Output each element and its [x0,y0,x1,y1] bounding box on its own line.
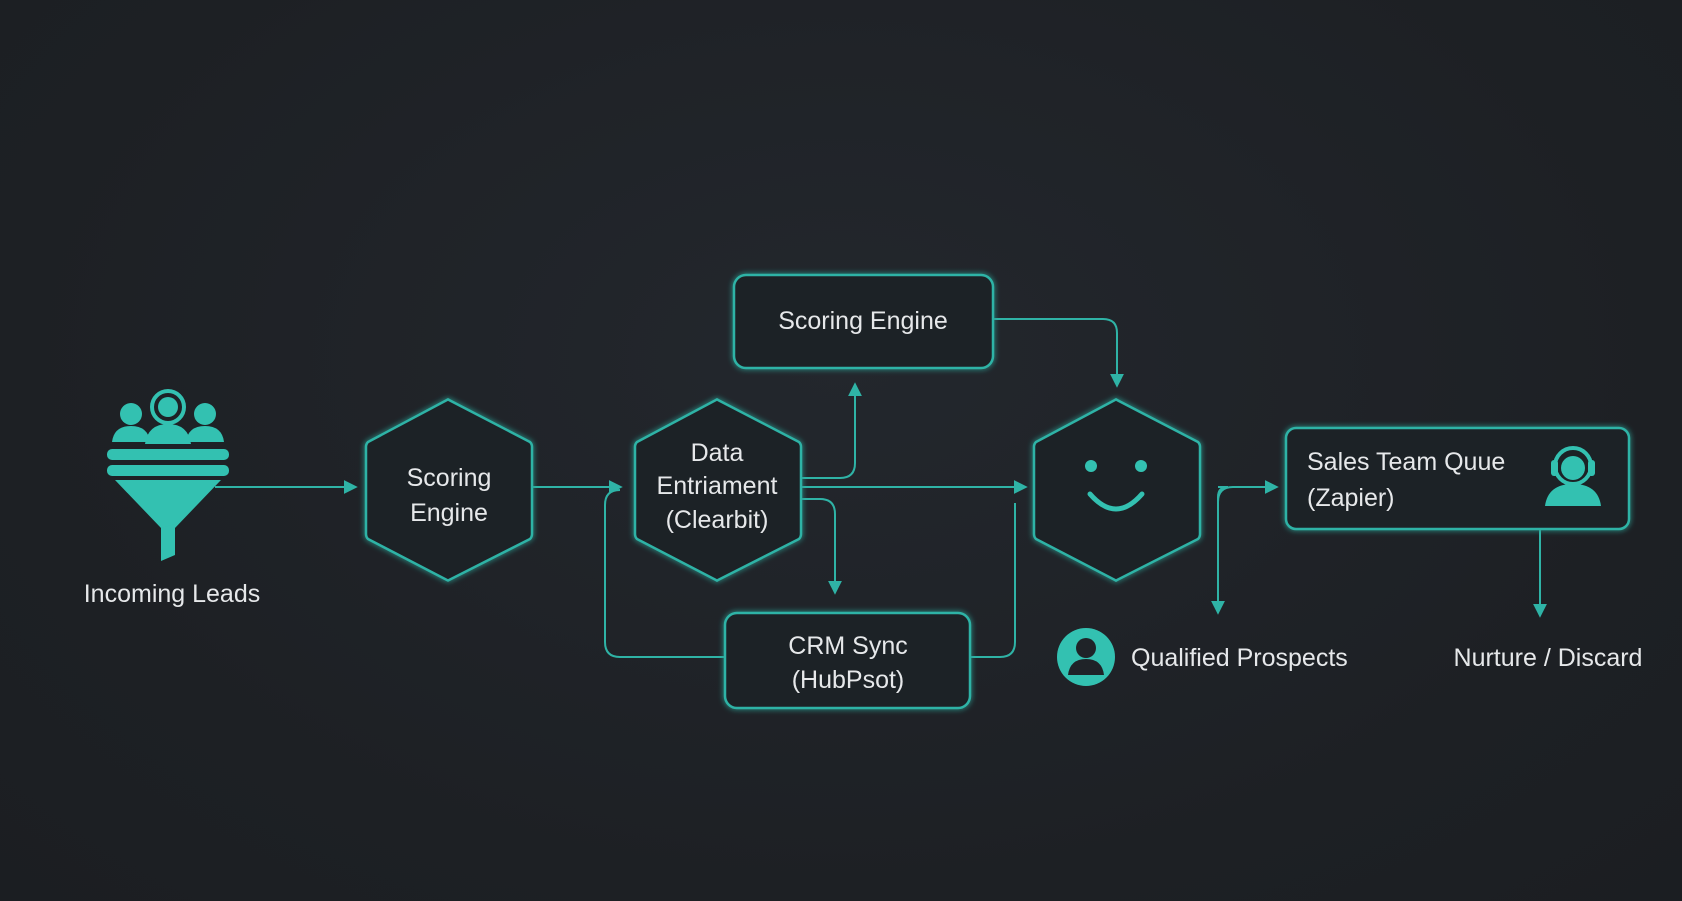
nurture-discard-label: Nurture / Discard [1454,644,1643,672]
headset-agent-icon [1545,446,1601,506]
sales-team-queue-line2: (Zapier) [1307,484,1395,512]
scoring-engine-hex-line1: Scoring [407,464,492,492]
node-crm-sync[interactable]: CRM Sync (HubPsot) [723,611,972,710]
node-scoring-engine-box[interactable]: Scoring Engine [732,273,995,370]
incoming-leads-label: Incoming Leads [84,580,261,608]
scoring-engine-hexagon[interactable] [364,398,534,582]
sales-team-queue-box[interactable] [1284,426,1631,531]
user-avatar-icon [1057,628,1115,686]
edge-fork-to-sales-queue [1211,486,1229,615]
funnel-people-icon [107,389,229,561]
node-sales-team-queue[interactable]: Sales Team Quue (Zapier) [1284,426,1631,531]
node-data-enrichment[interactable]: Data Entriament (Clearbit) [633,398,803,582]
edge-crm-to-smiley [970,503,1016,658]
crm-sync-line1: CRM Sync [788,632,907,660]
data-enrichment-line3: (Clearbit) [666,506,769,534]
scoring-engine-hex-line2: Engine [410,499,488,527]
edge-scoring-box-to-smiley [993,318,1124,388]
edge-enrichment-to-crm [802,498,842,595]
data-enrichment-line1: Data [691,439,744,467]
data-enrichment-line2: Entriament [657,472,778,500]
edges [215,318,1547,658]
data-enrichment-hexagon[interactable] [633,398,803,582]
scoring-engine-box-label: Scoring Engine [778,307,948,335]
sales-team-queue-line1: Sales Team Quue [1307,448,1505,476]
scoring-engine-box[interactable] [732,273,995,370]
node-scoring-engine-hex[interactable]: Scoring Engine [364,398,534,582]
smiley-hexagon[interactable] [1032,398,1202,582]
smiley-icon [1085,460,1147,512]
node-smiley-hex[interactable] [1032,398,1202,582]
edge-to-sales-queue [1217,480,1279,530]
node-qualified-prospects[interactable]: Qualified Prospects [1057,628,1348,686]
edge-crm-loop-back [604,489,724,658]
crm-sync-line2: (HubPsot) [792,666,905,694]
edge-enrichment-to-scoring-box [802,382,862,479]
crm-sync-box[interactable] [723,611,972,710]
qualified-prospects-label: Qualified Prospects [1131,644,1348,672]
node-nurture-discard[interactable]: Nurture / Discard [1454,644,1643,672]
node-incoming-leads: Incoming Leads [84,389,261,608]
